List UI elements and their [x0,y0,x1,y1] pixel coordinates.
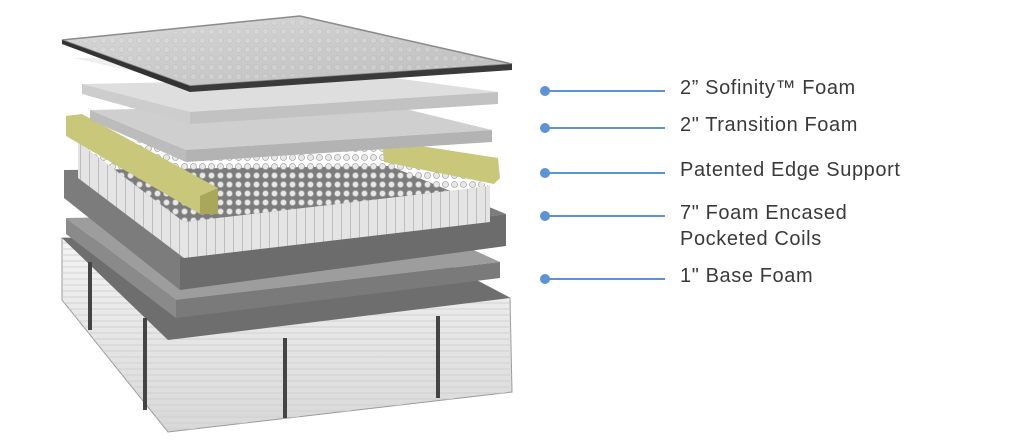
label-sofinity-foam: 2” Sofinity™ Foam [680,77,856,99]
label-row-coils: 7" Foam Encased Pocketed Coils [540,202,1010,250]
mattress-cutaway-illustration [61,15,513,433]
label-row-transition: 2" Transition Foam [540,114,1010,147]
leader-line [545,90,665,92]
leader-line [545,215,665,217]
label-row-edge-support: Patented Edge Support [540,159,1010,192]
label-foam-encased-coils: 7" Foam Encased Pocketed Coils [680,200,847,252]
leader-line [545,127,665,129]
label-coils-line-2: Pocketed Coils [680,228,822,250]
label-row-base-foam: 1" Base Foam [540,265,1010,298]
label-edge-support: Patented Edge Support [680,159,901,181]
leader-line [545,172,665,174]
quilted-top-cover [61,15,513,92]
label-base-foam: 1" Base Foam [680,265,814,287]
leader-line [545,278,665,280]
label-transition-foam: 2" Transition Foam [680,114,858,136]
edge-support-rails [66,114,500,214]
label-row-sofinity: 2” Sofinity™ Foam [540,77,1010,110]
label-coils-line-1: 7" Foam Encased [680,202,848,224]
